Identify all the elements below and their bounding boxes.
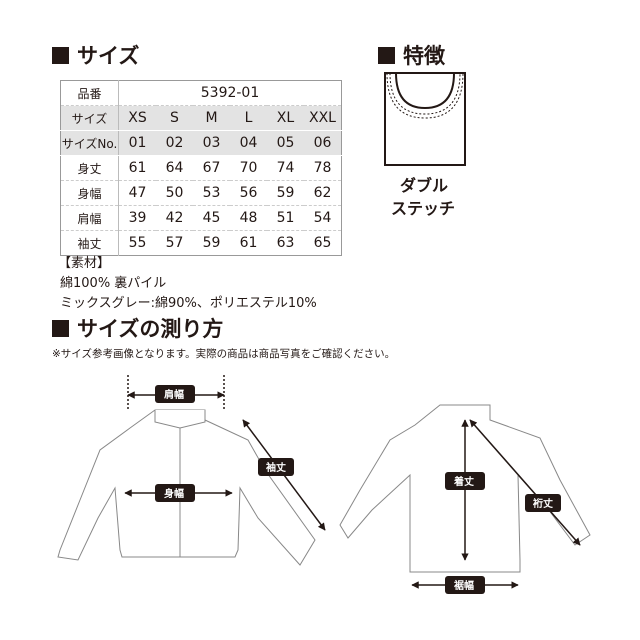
- table-cell: 78: [304, 155, 342, 181]
- table-cell: 53: [193, 180, 230, 206]
- table-cell: 03: [193, 130, 230, 156]
- table-cell: XXL: [304, 105, 342, 131]
- table-cell: XL: [267, 105, 304, 131]
- table-cell: 70: [230, 155, 267, 181]
- row-label: 身幅: [60, 180, 119, 206]
- row-label: 肩幅: [60, 205, 119, 231]
- table-cell: 39: [118, 205, 156, 231]
- table-cell: 04: [230, 130, 267, 156]
- product-label: 品番: [60, 80, 119, 106]
- double-stitch-neck-illustration: [384, 72, 466, 166]
- table-cell: 61: [118, 155, 156, 181]
- feature-caption-2: ステッチ: [391, 199, 456, 218]
- table-cell: 50: [156, 180, 193, 206]
- row-label: 袖丈: [60, 230, 119, 256]
- measurement-diagrams: 肩幅 身幅 袖丈 着丈 裄丈 裾幅: [57, 375, 591, 594]
- yuki-label: 裄丈: [532, 497, 553, 510]
- material-title: 【素材】: [58, 256, 111, 271]
- table-cell: 01: [118, 130, 156, 156]
- material-line2: ミックスグレー:綿90%、ポリエステル10%: [60, 296, 317, 311]
- square-bullet-icon: [52, 319, 69, 337]
- table-cell: 06: [304, 130, 342, 156]
- sleeve-label: 袖丈: [265, 461, 286, 474]
- table-cell: M: [193, 105, 230, 131]
- hem-label: 裾幅: [454, 579, 474, 592]
- shoulder-label: 肩幅: [164, 388, 184, 401]
- table-cell: 55: [118, 230, 156, 256]
- size-heading: サイズ: [52, 40, 139, 70]
- chest-label: 身幅: [164, 487, 184, 500]
- measure-heading: サイズの測り方: [52, 313, 223, 343]
- table-cell: 59: [267, 180, 304, 206]
- product-number: 5392-01: [118, 80, 342, 106]
- table-cell: 48: [230, 205, 267, 231]
- size-heading-text: サイズ: [77, 44, 140, 68]
- table-cell: 59: [193, 230, 230, 256]
- table-cell: 42: [156, 205, 193, 231]
- table-cell: 64: [156, 155, 193, 181]
- measure-note: ※サイズ参考画像となります。実際の商品は商品写真をご確認ください。: [52, 348, 396, 360]
- table-cell: 67: [193, 155, 230, 181]
- table-cell: XS: [118, 105, 156, 131]
- measure-heading-text: サイズの測り方: [77, 317, 224, 341]
- table-cell: 56: [230, 180, 267, 206]
- table-cell: 45: [193, 205, 230, 231]
- row-label: サイズ: [60, 105, 119, 131]
- square-bullet-icon: [52, 46, 69, 64]
- row-label: サイズNo.: [60, 130, 119, 156]
- feature-heading: 特徴: [378, 40, 445, 70]
- table-cell: 47: [118, 180, 156, 206]
- square-bullet-icon: [378, 46, 395, 64]
- table-cell: 65: [304, 230, 342, 256]
- table-cell: 51: [267, 205, 304, 231]
- table-cell: 54: [304, 205, 342, 231]
- table-cell: L: [230, 105, 267, 131]
- length-label: 着丈: [453, 475, 474, 488]
- table-cell: 05: [267, 130, 304, 156]
- row-label: 身丈: [60, 155, 119, 181]
- table-cell: 57: [156, 230, 193, 256]
- feature-heading-text: 特徴: [403, 44, 445, 68]
- feature-caption-1: ダブル: [400, 176, 449, 195]
- table-cell: 61: [230, 230, 267, 256]
- material-line1: 綿100% 裏パイル: [60, 276, 167, 291]
- table-cell: 63: [267, 230, 304, 256]
- table-cell: S: [156, 105, 193, 131]
- table-cell: 62: [304, 180, 342, 206]
- table-cell: 02: [156, 130, 193, 156]
- table-cell: 74: [267, 155, 304, 181]
